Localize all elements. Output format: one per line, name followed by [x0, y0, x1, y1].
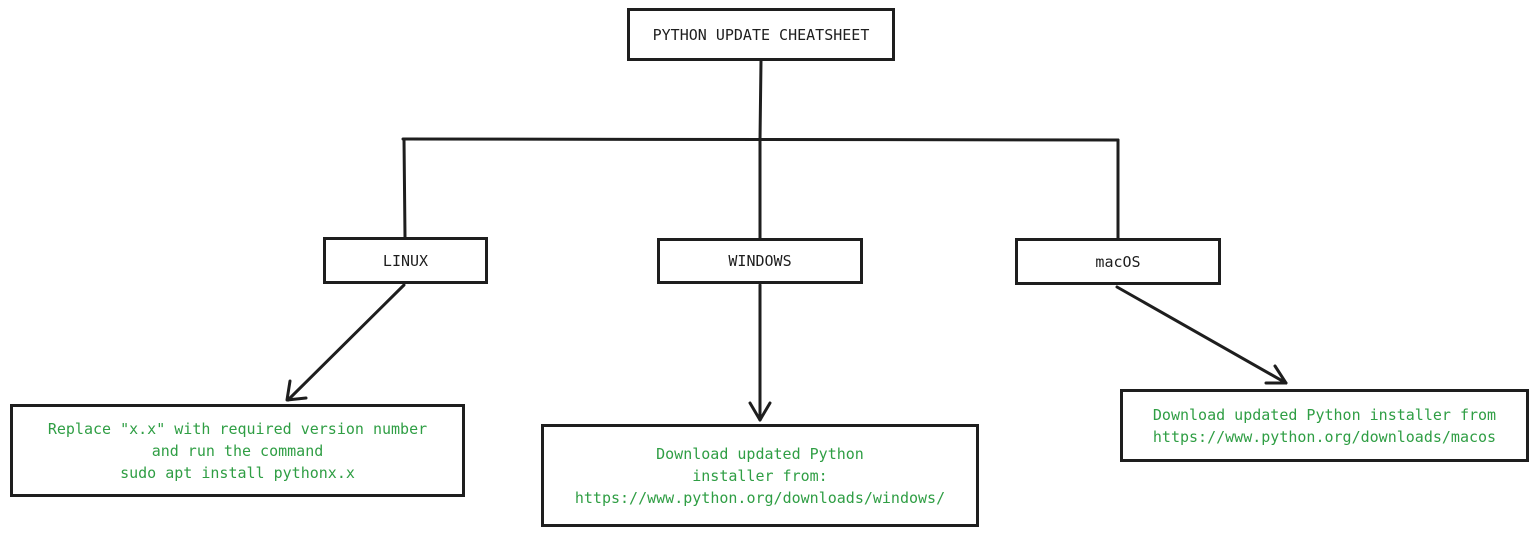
windows-box: WINDOWS: [657, 238, 863, 284]
linux-instructions: Replace "x.x" with required version numb…: [47, 419, 428, 482]
windows-instructions: Download updated Python installer from: …: [574, 444, 946, 507]
arrow-windows: [748, 283, 772, 422]
diagram-title: PYTHON UPDATE CHEATSHEET: [652, 25, 870, 44]
macos-label: macOS: [1095, 252, 1141, 271]
arrow-macos: [1115, 285, 1288, 385]
macos-instructions-box: Download updated Python installer from h…: [1120, 389, 1529, 462]
linux-label: LINUX: [382, 251, 429, 270]
macos-instructions: Download updated Python installer from h…: [1152, 405, 1497, 446]
macos-box: macOS: [1015, 238, 1221, 285]
windows-label: WINDOWS: [728, 252, 792, 270]
linux-instructions-box: Replace "x.x" with required version numb…: [10, 404, 465, 497]
windows-instructions-box: Download updated Python installer from: …: [541, 424, 979, 527]
arrow-linux: [285, 283, 406, 402]
trunk-line: [758, 59, 763, 142]
linux-box: LINUX: [323, 237, 488, 284]
title-box: PYTHON UPDATE CHEATSHEET: [627, 8, 895, 61]
branch-linux: [402, 137, 407, 239]
